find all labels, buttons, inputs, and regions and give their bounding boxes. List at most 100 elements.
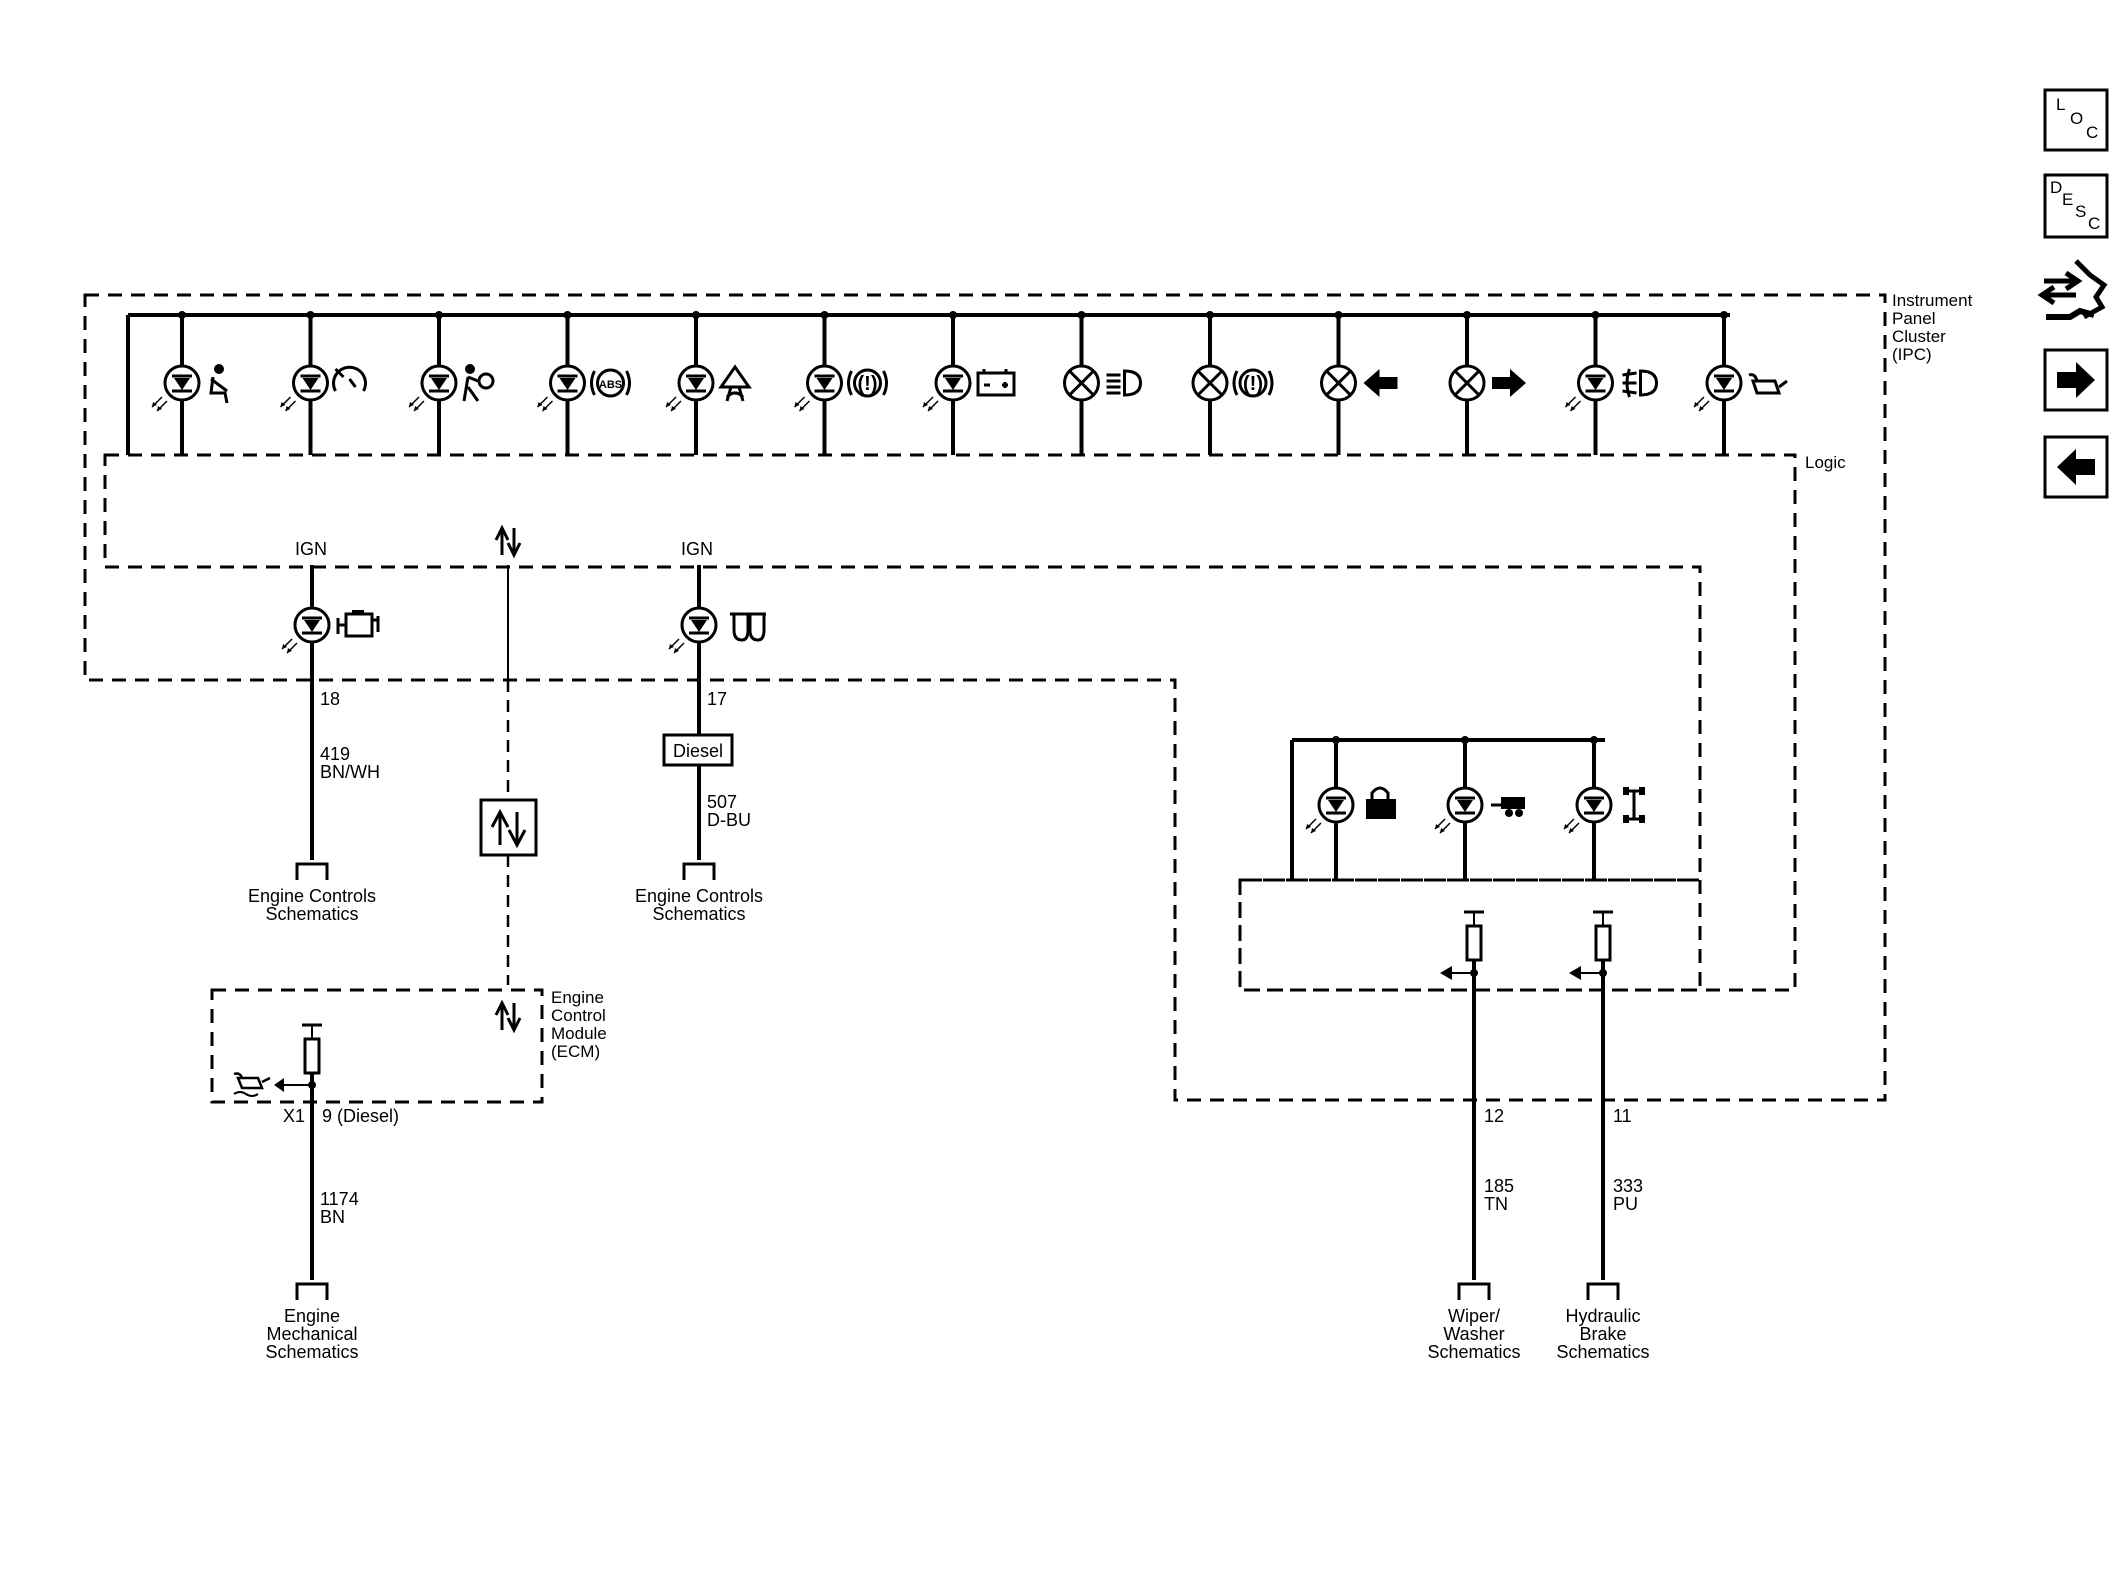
right-arrow-icon (2057, 362, 2095, 398)
wire-color: PU (1613, 1194, 1638, 1214)
ipc-title: Instrument Panel Cluster (IPC) (1892, 291, 1973, 364)
brake-circuit: 11 333 PU Hydraulic Brake Schematics (1556, 910, 1650, 1362)
tire-pressure-icon: (!) (1232, 368, 1274, 398)
right-turn-arrow-icon (1492, 369, 1526, 397)
airbag-icon (462, 364, 495, 402)
abs-icon: ABS (590, 368, 631, 398)
circuit-number: 333 (1613, 1176, 1643, 1196)
loc-button[interactable]: L O C (2043, 88, 2109, 152)
logic-label: Logic (1805, 453, 1846, 472)
security-lock-icon (1366, 786, 1396, 819)
indicator-row: ABS (!) (!) (150, 311, 1788, 455)
indicator-12 (1564, 311, 1659, 455)
indicator-5 (664, 311, 752, 455)
svg-text:(!): (!) (1243, 373, 1263, 395)
wire-color: TN (1484, 1194, 1508, 1214)
ecm-title: Engine Control Module (ECM) (551, 988, 607, 1061)
indicator-4: ABS (536, 311, 631, 455)
cruise-control-icon (332, 365, 367, 392)
svg-text:(!): (!) (858, 373, 878, 395)
destination-label: Engine Controls (248, 886, 376, 906)
circuit-number: 419 (320, 744, 350, 764)
seat-belt-icon (209, 364, 229, 404)
ipc-title-line: Cluster (1892, 327, 1946, 346)
ecm-title-line: Control (551, 1006, 606, 1025)
check-engine-icon (336, 610, 380, 638)
connector-button[interactable] (2037, 259, 2108, 320)
serial-data-link (479, 524, 538, 1034)
pin-number: 17 (707, 689, 727, 709)
indicator-11 (1448, 311, 1526, 455)
brake-warning-icon: (!) (847, 368, 888, 398)
sub-indicator-1 (1304, 736, 1396, 880)
pin-number: 18 (320, 689, 340, 709)
mil-indicator: IGN (280, 539, 380, 860)
glow-plug-icon (730, 612, 766, 642)
ecm-boundary (210, 988, 544, 1104)
ign-label: IGN (681, 539, 713, 559)
circuit-number: 1174 (320, 1189, 359, 1209)
high-beam-icon (1106, 369, 1143, 397)
indicator-2 (279, 311, 367, 455)
battery-icon (976, 369, 1016, 397)
destination-label: Schematics (652, 904, 745, 924)
ipc-boundary (83, 293, 1887, 1102)
destination-label: Schematics (1427, 1342, 1520, 1362)
fog-lamp-icon (1622, 368, 1659, 398)
sub-indicator-3 (1562, 736, 1645, 880)
wire-color: BN (320, 1207, 345, 1227)
destination-label: Hydraulic (1565, 1306, 1640, 1326)
next-page-button[interactable] (2043, 348, 2109, 412)
oil-pressure-icon (1748, 373, 1788, 395)
stabilitrak-icon (718, 364, 752, 402)
glow-plug-indicator: IGN (667, 539, 766, 740)
indicator-1 (150, 311, 229, 455)
indicator-6: (!) (793, 311, 888, 455)
ecm-title-line: Module (551, 1024, 607, 1043)
connector-view-icon (2037, 259, 2108, 320)
mil-circuit: 18 419 BN/WH Engine Controls Schematics (248, 689, 380, 924)
desc-letter: S (2075, 202, 2086, 221)
desc-button[interactable]: D E S C (2043, 173, 2109, 239)
ipc-title-line: Instrument (1892, 291, 1973, 310)
sub-indicator-2 (1433, 736, 1525, 880)
previous-page-button[interactable] (2043, 435, 2109, 499)
loc-letter: O (2070, 109, 2083, 128)
desc-letter: E (2062, 190, 2073, 209)
pin-number: 12 (1484, 1106, 1504, 1126)
desc-letter: D (2050, 178, 2062, 197)
destination-label: Mechanical (266, 1324, 357, 1344)
pin-number: 11 (1613, 1106, 1632, 1126)
desc-letter: C (2088, 214, 2100, 233)
oil-pressure-icon (233, 1072, 271, 1097)
ign-label: IGN (295, 539, 327, 559)
oil-sensor-input: X1 9 (Diesel) 1174 BN Engine Mechanical … (233, 1023, 399, 1362)
indicator-13 (1692, 311, 1788, 455)
wire-color: BN/WH (320, 762, 380, 782)
diesel-option-box (662, 733, 734, 767)
destination-label: Schematics (265, 1342, 358, 1362)
svg-text:ABS: ABS (599, 379, 622, 391)
indicator-7 (921, 311, 1016, 455)
sub-logic-boundary (1238, 878, 1702, 992)
indicator-10 (1320, 311, 1398, 455)
destination-label: Engine (284, 1306, 340, 1326)
left-arrow-icon (2057, 449, 2095, 485)
wire-color: D-BU (707, 810, 751, 830)
ipc-title-line: (IPC) (1892, 345, 1932, 364)
washer-circuit: 12 185 TN Wiper/ Washer Schematics (1427, 910, 1521, 1362)
destination-label: Schematics (1556, 1342, 1649, 1362)
ipc-title-line: Panel (1892, 309, 1935, 328)
logic-boundary (103, 453, 1797, 992)
destination-label: Schematics (265, 904, 358, 924)
indicator-3 (407, 311, 495, 455)
sub-indicators (1290, 736, 1645, 880)
ecm-title-line: Engine (551, 988, 604, 1007)
circuit-number: 507 (707, 792, 737, 812)
indicator-8 (1063, 311, 1143, 455)
data-link-connector (479, 798, 538, 857)
4wd-icon (1623, 787, 1645, 823)
loc-letter: C (2086, 123, 2098, 142)
indicator-9: (!) (1191, 311, 1274, 455)
